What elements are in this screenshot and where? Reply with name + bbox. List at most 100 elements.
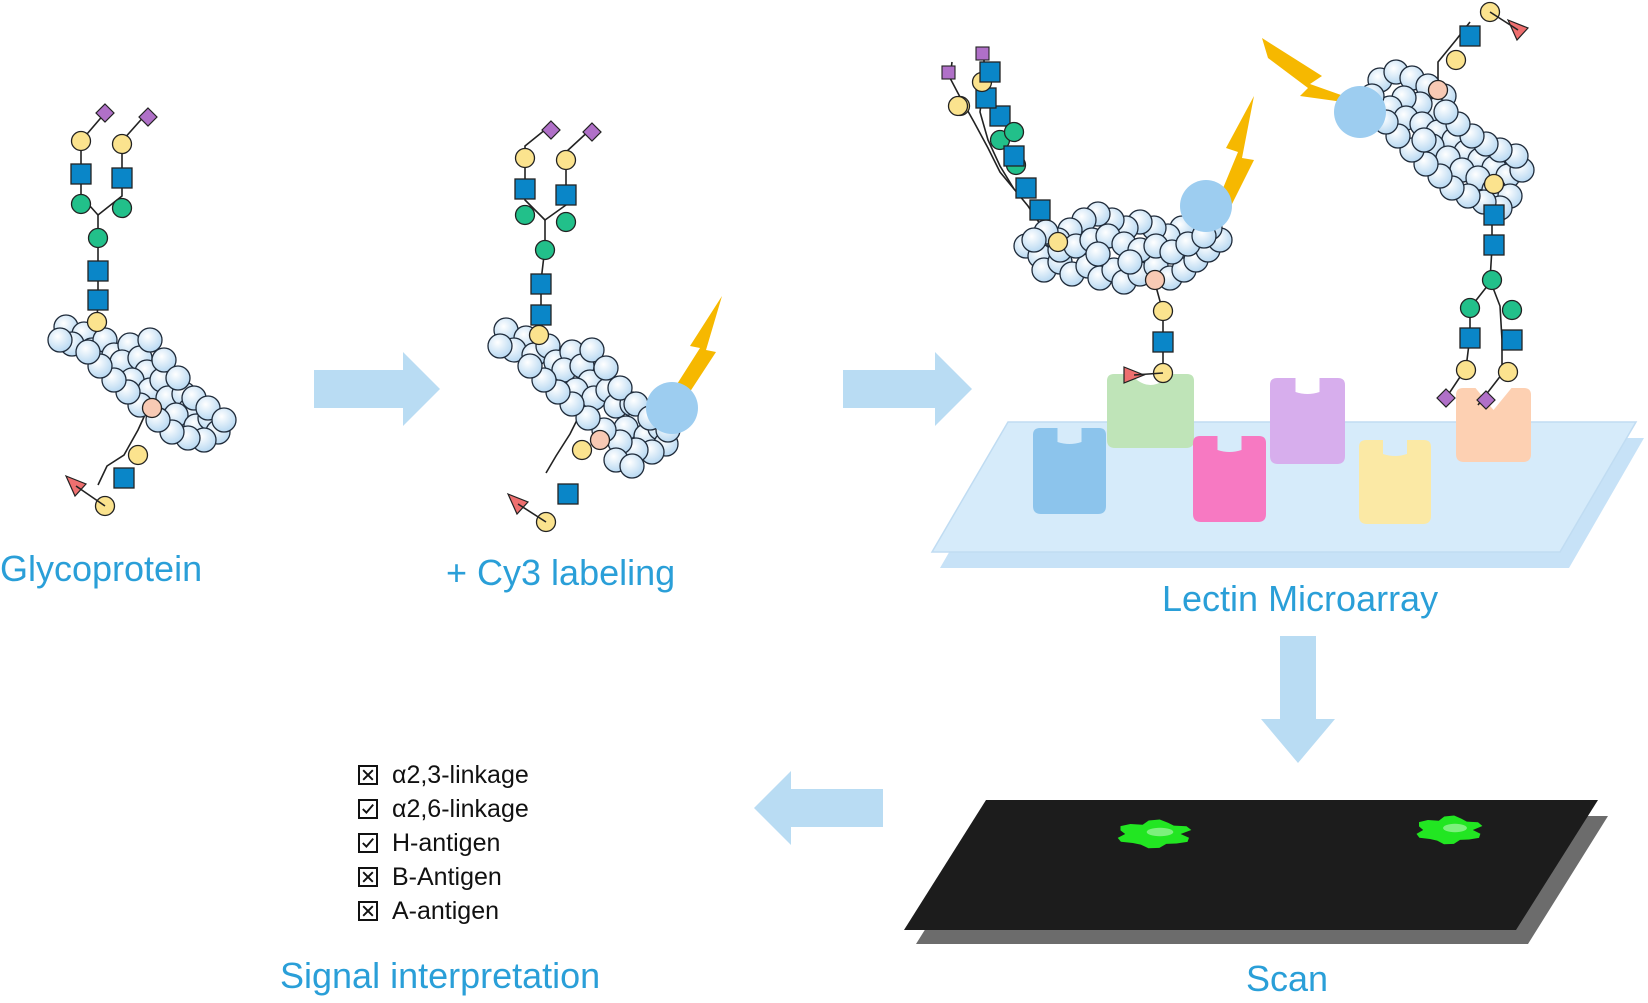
mannose-circle — [1501, 299, 1523, 321]
lightning-bolt-icon — [1262, 38, 1372, 106]
lectin-purple — [1270, 378, 1345, 464]
protein-bead — [1117, 249, 1143, 275]
protein-bead — [211, 407, 237, 433]
protein-bead — [575, 405, 601, 431]
glcnac-square — [557, 483, 579, 505]
mannose-circle — [1459, 297, 1481, 319]
signal-checklist: α2,3-linkage α2,6-linkage H-antigen B-An… — [358, 758, 529, 928]
mannose-circle — [87, 227, 109, 249]
glcnac-square — [1015, 177, 1037, 199]
check-box-icon — [358, 833, 378, 853]
protein-bead — [137, 327, 163, 353]
protein-bead — [487, 333, 513, 359]
checklist-label: α2,3-linkage — [392, 760, 529, 789]
flow-arrows — [314, 352, 1335, 845]
galactose-circle — [1455, 359, 1477, 381]
glcnac-square — [87, 260, 109, 282]
scan-signal-spot — [1117, 819, 1192, 849]
sialic-acid-square — [975, 46, 990, 61]
glcnac-square — [530, 273, 552, 295]
glcnac-square — [113, 467, 135, 489]
galactose-circle — [947, 95, 969, 117]
sialic-acid-diamond — [138, 107, 158, 127]
glcnac-square — [1483, 204, 1505, 226]
cross-box-icon — [358, 901, 378, 921]
glycan-bond — [75, 485, 106, 507]
sialic-acid-diamond — [1436, 388, 1456, 408]
glcnac-square — [1501, 329, 1523, 351]
arrow-left-icon — [754, 771, 883, 845]
protein-bead — [165, 365, 191, 391]
glcnac-square — [1459, 25, 1481, 47]
peptide-site — [1427, 79, 1449, 101]
glycan-bond — [97, 405, 150, 486]
glcnac-square — [979, 61, 1001, 83]
galactose-circle — [1483, 173, 1505, 195]
glcnac-square — [70, 163, 92, 185]
protein-bead — [607, 375, 633, 401]
label-signal-interpretation: Signal interpretation — [280, 955, 601, 996]
galactose-circle — [1445, 49, 1467, 71]
scan-slide-top — [904, 800, 1598, 930]
protein-bead — [1085, 241, 1111, 267]
glcnac-square — [1003, 145, 1025, 167]
lectin-green — [1107, 374, 1194, 448]
cross-box-icon — [358, 765, 378, 785]
scan-slide — [904, 800, 1608, 944]
protein-bead — [151, 347, 177, 373]
lectin-spots — [1033, 374, 1531, 524]
protein-bead — [47, 327, 73, 353]
glcnac-square — [87, 289, 109, 311]
checklist-row: A-antigen — [358, 894, 529, 928]
protein-bead — [619, 453, 645, 479]
glycan-bond — [1133, 372, 1164, 376]
mannose-circle — [70, 193, 92, 215]
glcnac-square — [989, 105, 1011, 127]
lightning-bolt-icon — [672, 296, 722, 404]
glcnac-square — [1152, 331, 1174, 353]
protein-bead — [75, 339, 101, 365]
glycan-bond — [544, 127, 593, 221]
galactose-circle — [70, 130, 92, 152]
bound-glycoprotein-right — [1262, 1, 1535, 410]
cy3-dye — [646, 382, 698, 434]
glycoprotein-molecule — [47, 103, 237, 517]
protein-bead — [593, 355, 619, 381]
cy3-dye — [1180, 180, 1232, 232]
label-cy3-labeling: + Cy3 labeling — [446, 552, 676, 593]
arrow-right-icon — [843, 352, 972, 426]
checklist-label: H-antigen — [392, 828, 501, 857]
galactose-circle — [1047, 231, 1069, 253]
peptide-site — [141, 397, 163, 419]
galactose-circle — [571, 439, 593, 461]
galactose-circle — [127, 444, 149, 466]
glcnac-square — [111, 167, 133, 189]
protein-bead — [1411, 127, 1437, 153]
cross-box-icon — [358, 867, 378, 887]
galactose-circle — [514, 147, 536, 169]
checklist-row: H-antigen — [358, 826, 529, 860]
arrow-down-icon — [1261, 636, 1335, 763]
protein-bead — [517, 353, 543, 379]
glycoprotein-molecules — [47, 1, 1535, 533]
sialic-acid-diamond — [1476, 390, 1496, 410]
galactose-circle — [86, 311, 108, 333]
peptide-site — [589, 429, 611, 451]
peptide-site — [1144, 269, 1166, 291]
cy3-labeled-molecule — [487, 120, 722, 533]
arrow-right-icon — [314, 352, 440, 426]
galactose-circle — [528, 324, 550, 346]
glcnac-square — [1029, 199, 1051, 221]
mannose-circle — [111, 197, 133, 219]
galactose-circle — [1497, 361, 1519, 383]
label-scan: Scan — [1246, 958, 1329, 999]
protein-bead — [579, 337, 605, 363]
glcnac-square — [514, 178, 536, 200]
glcnac-square — [1459, 327, 1481, 349]
check-box-icon — [358, 799, 378, 819]
sialic-acid-square — [941, 65, 956, 80]
mannose-circle — [1003, 121, 1025, 143]
sialic-acid-diamond — [582, 122, 602, 142]
mannose-circle — [1481, 269, 1503, 291]
scan-signal-spot — [1416, 815, 1483, 845]
